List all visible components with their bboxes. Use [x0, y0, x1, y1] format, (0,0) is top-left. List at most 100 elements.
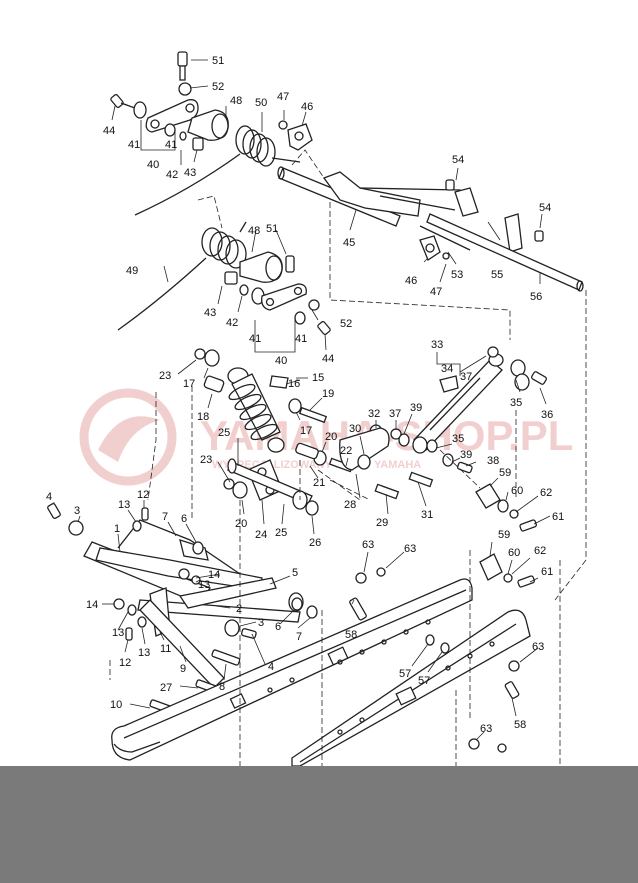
callout-25[interactable]: 25 — [218, 427, 230, 439]
bushing-17-part[interactable] — [204, 349, 220, 367]
bushing-26-part[interactable] — [305, 500, 319, 516]
callout-41[interactable]: 41 — [128, 139, 140, 151]
callout-46b[interactable]: 46 — [405, 275, 417, 287]
callout-35b[interactable]: 35 — [452, 433, 464, 445]
collar-3-part[interactable] — [68, 520, 84, 536]
callout-63[interactable]: 63 — [362, 539, 374, 551]
callout-57b[interactable]: 57 — [418, 675, 430, 687]
bolt-19-part[interactable] — [298, 406, 328, 424]
callout-43[interactable]: 43 — [184, 167, 196, 179]
callout-13[interactable]: 13 — [118, 499, 130, 511]
bolt-58-part[interactable] — [349, 597, 367, 621]
bolt-44b-part[interactable] — [317, 321, 331, 335]
callout-63d[interactable]: 63 — [480, 723, 492, 735]
callout-36[interactable]: 36 — [541, 409, 553, 421]
callout-11[interactable]: 11 — [160, 643, 171, 655]
callout-44[interactable]: 44 — [103, 125, 115, 137]
callout-14[interactable]: 14 — [208, 569, 220, 581]
callout-12b[interactable]: 12 — [119, 657, 131, 669]
callout-20b[interactable]: 20 — [235, 518, 247, 530]
fitting-12b-part[interactable] — [125, 627, 133, 641]
callout-10[interactable]: 10 — [110, 699, 122, 711]
bolt-58b-part[interactable] — [504, 681, 520, 699]
callout-25b[interactable]: 25 — [275, 527, 287, 539]
nut-63-part[interactable] — [355, 572, 367, 584]
callout-13b[interactable]: 13 — [198, 579, 210, 591]
callout-39[interactable]: 39 — [410, 402, 422, 414]
bolt-51-part[interactable] — [177, 51, 188, 67]
bracket-54-part[interactable] — [454, 187, 479, 217]
callout-51b[interactable]: 51 — [266, 223, 278, 235]
callout-41d[interactable]: 41 — [295, 333, 307, 345]
callout-41c[interactable]: 41 — [249, 333, 261, 345]
nut-52-part[interactable] — [178, 82, 192, 96]
callout-23[interactable]: 23 — [159, 370, 171, 382]
collar-3b-part[interactable] — [224, 619, 240, 637]
callout-38[interactable]: 38 — [487, 455, 499, 467]
callout-61[interactable]: 61 — [552, 511, 564, 523]
callout-58b[interactable]: 58 — [514, 719, 526, 731]
callout-15[interactable]: 15 — [312, 372, 324, 384]
callout-19[interactable]: 19 — [322, 388, 334, 400]
bolt-61-part[interactable] — [519, 519, 537, 532]
callout-21[interactable]: 21 — [313, 477, 325, 489]
slide-rail-left-part[interactable] — [111, 578, 473, 761]
bushing-6-part[interactable] — [192, 541, 204, 555]
callout-47[interactable]: 47 — [277, 91, 289, 103]
callout-40[interactable]: 40 — [147, 159, 159, 171]
bolt-51b-part[interactable] — [285, 255, 295, 273]
callout-50[interactable]: 50 — [255, 97, 267, 109]
callout-27[interactable]: 27 — [160, 682, 172, 694]
bushing-13-part[interactable] — [132, 520, 142, 532]
callout-62[interactable]: 62 — [540, 487, 552, 499]
cross-shaft-2-part[interactable] — [137, 599, 301, 623]
callout-35[interactable]: 35 — [510, 397, 522, 409]
callout-2[interactable]: 2 — [236, 603, 242, 615]
callout-32[interactable]: 32 — [368, 408, 380, 420]
callout-33[interactable]: 33 — [431, 339, 443, 351]
bolt-31-part[interactable] — [408, 471, 434, 488]
callout-55[interactable]: 55 — [491, 269, 503, 281]
washer-7-part[interactable] — [306, 605, 318, 619]
spring-50-part[interactable] — [134, 125, 301, 216]
nut-37-part[interactable] — [487, 346, 499, 358]
callout-47b[interactable]: 47 — [430, 286, 442, 298]
callout-20[interactable]: 20 — [325, 431, 337, 443]
callout-30[interactable]: 30 — [349, 423, 361, 435]
callout-7[interactable]: 7 — [162, 511, 168, 523]
callout-42[interactable]: 42 — [166, 169, 178, 181]
callout-60b[interactable]: 60 — [508, 547, 520, 559]
callout-18[interactable]: 18 — [197, 411, 209, 423]
spring-49-part[interactable] — [117, 221, 247, 331]
callout-9[interactable]: 9 — [180, 663, 186, 675]
plug-57-part[interactable] — [425, 634, 435, 646]
rod-53-part[interactable] — [419, 225, 471, 251]
callout-34[interactable]: 34 — [441, 363, 453, 375]
collar-18-part[interactable] — [203, 375, 225, 393]
plate-46b-part[interactable] — [419, 235, 441, 261]
bolt-36-part[interactable] — [531, 371, 547, 385]
callout-17b[interactable]: 17 — [300, 425, 312, 437]
callout-41b[interactable]: 41 — [165, 139, 177, 151]
shaft-56-part[interactable] — [426, 213, 583, 291]
washer-39-part[interactable] — [398, 433, 410, 447]
callout-57[interactable]: 57 — [399, 668, 411, 680]
callout-52b[interactable]: 52 — [340, 318, 352, 330]
fitting-12-part[interactable] — [141, 507, 149, 521]
bolt-4-part[interactable] — [47, 503, 61, 519]
callout-58[interactable]: 58 — [345, 629, 357, 641]
bolt-44-part[interactable] — [110, 94, 124, 108]
callout-51[interactable]: 51 — [212, 55, 224, 67]
collar-21-part[interactable] — [295, 442, 319, 460]
collar-43b-part[interactable] — [224, 271, 238, 285]
callout-8[interactable]: 8 — [219, 681, 225, 693]
callout-48[interactable]: 48 — [230, 95, 242, 107]
callout-56[interactable]: 56 — [530, 291, 542, 303]
callout-52[interactable]: 52 — [212, 81, 224, 93]
callout-24[interactable]: 24 — [255, 529, 267, 541]
nut-14-part[interactable] — [178, 568, 190, 580]
callout-13c[interactable]: 13 — [112, 627, 124, 639]
callout-14b[interactable]: 14 — [86, 599, 98, 611]
callout-62b[interactable]: 62 — [534, 545, 546, 557]
callout-7b[interactable]: 7 — [296, 631, 302, 643]
